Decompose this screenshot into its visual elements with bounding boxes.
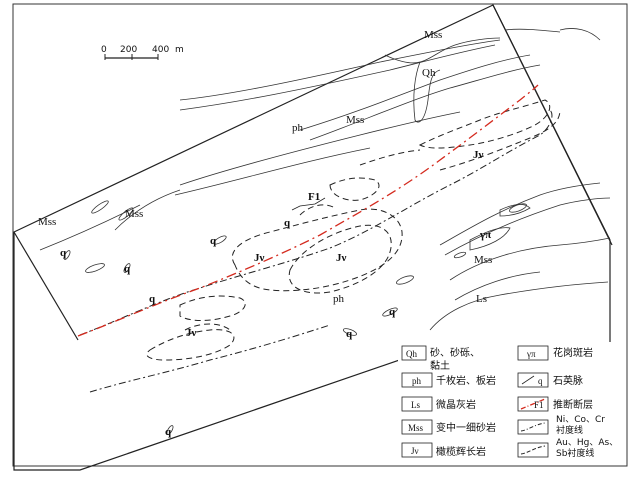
legend-code-mss: Mss	[408, 423, 424, 433]
label-q-8: q	[284, 217, 291, 229]
label-jv-right: Jν	[473, 149, 484, 161]
scale-unit: m	[175, 45, 184, 55]
legend-text-qh-1: 砂、砂砾、	[430, 346, 480, 359]
legend-swatch-mss	[401, 419, 433, 435]
legend-text-jv: 橄榄辉长岩	[436, 445, 486, 458]
label-q-2: q	[124, 263, 131, 275]
lithology-boundaries	[39, 28, 611, 331]
label-q-4: q	[149, 293, 156, 305]
label-q-1: q	[60, 247, 67, 259]
label-jv-mid2: Jν	[336, 252, 347, 264]
label-mss-right: Mss	[474, 254, 492, 266]
legend-text-qh-2: 黏土	[430, 359, 450, 372]
legend-code-ph: ph	[412, 376, 422, 386]
label-q-7: q	[165, 426, 172, 438]
legend-swatch-q	[517, 372, 549, 388]
legend-swatch-jv	[401, 442, 433, 458]
legend-code-fault: F1	[534, 400, 544, 410]
legend-text-fault: 推断断层	[553, 398, 593, 411]
legend: Qh 砂、砂砾、 黏土 γπ 花岗斑岩 ph 千枚岩、板岩 q 石英脉 Ls 微…	[398, 342, 622, 460]
label-qh: Qh	[422, 67, 436, 79]
legend-swatch-ls	[401, 396, 433, 412]
map-frame	[12, 3, 628, 467]
legend-code-q: q	[538, 376, 543, 386]
legend-text-ni-co-cr-2: 衬度线	[556, 424, 583, 436]
scale-tick-400: 400	[152, 45, 169, 55]
legend-code-gamma-pi: γπ	[526, 349, 536, 359]
fault-label: F1	[308, 191, 320, 203]
legend-swatch-ph	[401, 372, 433, 388]
legend-text-gamma-pi: 花岗斑岩	[553, 346, 593, 359]
legend-code-jv: Jν	[411, 446, 419, 456]
label-jv-low: Jν	[186, 327, 197, 339]
label-jv-mid1: Jν	[254, 252, 265, 264]
legend-text-au-hg-2: Sb衬度线	[556, 447, 594, 459]
legend-text-ph: 千枚岩、板岩	[436, 374, 496, 387]
fault-label-leader	[291, 197, 326, 211]
fault-f1	[77, 84, 539, 337]
label-q-3: q	[210, 235, 217, 247]
legend-text-q: 石英脉	[553, 374, 583, 387]
legend-text-au-hg-1: Au、Hg、As、	[556, 438, 618, 448]
map-area-edge	[13, 231, 79, 341]
legend-text-ls: 微晶灰岩	[436, 398, 476, 411]
label-ph-mid: ph	[333, 293, 345, 305]
label-q-5: q	[389, 306, 396, 318]
label-mss-far-left: Mss	[38, 216, 56, 228]
au-hg-as-sb-contrast-lines	[146, 99, 561, 361]
scale-bar: 0 200 400 m	[101, 45, 184, 60]
legend-code-qh: Qh	[406, 349, 417, 359]
label-mss-top: Mss	[424, 29, 442, 41]
label-mss-left: Mss	[125, 208, 143, 220]
legend-text-ni-co-cr-1: Ni、Co、Cr	[556, 415, 605, 425]
lens-bodies	[63, 200, 527, 435]
legend-text-mss: 变中一细砂岩	[436, 421, 496, 434]
label-mss-mid: Mss	[346, 114, 364, 126]
label-ph-top: ph	[292, 122, 304, 134]
legend-swatch-qh	[401, 345, 427, 361]
label-ls: Ls	[476, 293, 487, 305]
ni-co-cr-contrast-lines	[79, 109, 553, 393]
scale-tick-0: 0	[101, 45, 107, 55]
label-gamma-pi: γπ	[479, 229, 491, 241]
scale-tick-200: 200	[120, 45, 137, 55]
label-q-6: q	[346, 328, 353, 340]
legend-code-ls: Ls	[411, 400, 420, 410]
legend-swatch-gamma-pi	[517, 345, 549, 361]
